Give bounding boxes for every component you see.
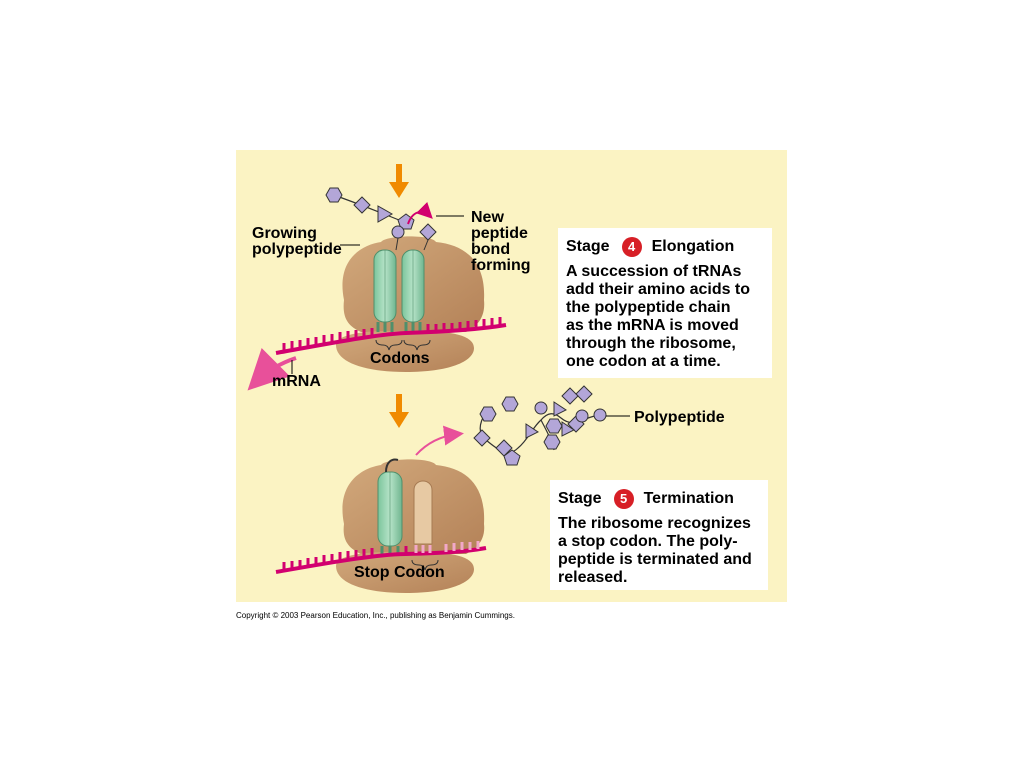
mrna-strand-bottom <box>275 546 487 574</box>
stage-5-word: Stage <box>558 490 602 507</box>
stage-4-number-badge: 4 <box>621 237 642 257</box>
amino-acid-hexagon <box>479 406 497 422</box>
amino-acid-diamond <box>353 196 371 214</box>
stage-4-description: Stage 4 Elongation A succession of tRNAs… <box>558 228 772 378</box>
amino-acid-circle <box>391 225 405 239</box>
amino-acid-diamond <box>473 429 491 447</box>
stage-4-text: A succession of tRNAs add their amino ac… <box>566 263 751 370</box>
stop-codon-brace <box>411 559 439 571</box>
release-arrow <box>415 425 464 456</box>
stop-codon-bases <box>414 541 480 553</box>
growing-polypeptide-label: Growing polypeptide <box>252 225 342 258</box>
mrna-label: mRNA <box>272 373 321 390</box>
translation-diagram: Growing polypeptide New peptide bond for… <box>247 164 725 593</box>
stage-5-title: Termination <box>643 490 734 507</box>
peptide-bond-arrow <box>407 201 433 225</box>
amino-acid-triangle <box>553 401 567 417</box>
amino-acid-hexagon <box>501 396 519 412</box>
stage-5-description: Stage 5 Termination The ribosome recogni… <box>550 480 768 590</box>
stage-5-header: Stage 5 Termination <box>558 489 768 509</box>
termination-illustration: Polypeptide <box>275 385 725 593</box>
amino-acid-hexagon <box>545 418 563 434</box>
new-peptide-bond-label: New peptide bond forming <box>471 209 532 274</box>
growing-polypeptide-chain <box>325 187 437 251</box>
copyright-notice: Copyright © 2003 Pearson Education, Inc.… <box>236 611 515 620</box>
mrna-bases-bottom <box>282 546 408 570</box>
stage-4-word: Stage <box>566 238 610 255</box>
amino-acid-diamond <box>561 387 579 405</box>
amino-acid-triangle <box>561 421 575 437</box>
trna-left <box>373 249 397 332</box>
orange-arrow-icon <box>389 394 409 428</box>
stage-4-title: Elongation <box>651 238 735 255</box>
orange-arrow-icon <box>389 164 409 198</box>
ribosome-bottom <box>336 330 474 372</box>
amino-acid-triangle <box>377 205 394 223</box>
amino-acid-hexagon <box>543 434 561 450</box>
amino-acid-pentagon <box>503 449 521 466</box>
released-polypeptide-chain <box>473 385 607 466</box>
trna-right <box>401 249 425 332</box>
amino-acid-triangle <box>525 423 539 439</box>
empty-a-site <box>413 480 433 545</box>
mrna-bases-top <box>282 317 502 351</box>
stage-5-text: The ribosome recognizes a stop codon. Th… <box>558 515 752 586</box>
translation-figure: Growing polypeptide New peptide bond for… <box>236 150 787 602</box>
codons-label: Codons <box>370 350 430 367</box>
stage-4-header: Stage 4 Elongation <box>566 237 772 257</box>
mrna-strand-top <box>275 323 507 355</box>
stage-5-number-badge: 5 <box>613 489 634 509</box>
amino-acid-circle <box>593 408 607 422</box>
trna-p-site <box>377 458 403 554</box>
ribosome-top <box>342 459 485 554</box>
amino-acid-circle <box>575 409 589 423</box>
mrna-direction-arrow <box>247 348 297 391</box>
amino-acid-circle <box>534 401 548 415</box>
stop-codon-label: Stop Codon <box>354 564 445 581</box>
elongation-illustration: Growing polypeptide New peptide bond for… <box>247 164 532 391</box>
amino-acid-diamond <box>575 385 593 403</box>
amino-acid-hexagon <box>325 187 343 203</box>
polypeptide-label: Polypeptide <box>634 409 725 426</box>
ribosome-bottom <box>336 551 474 593</box>
codon-braces <box>375 339 431 351</box>
